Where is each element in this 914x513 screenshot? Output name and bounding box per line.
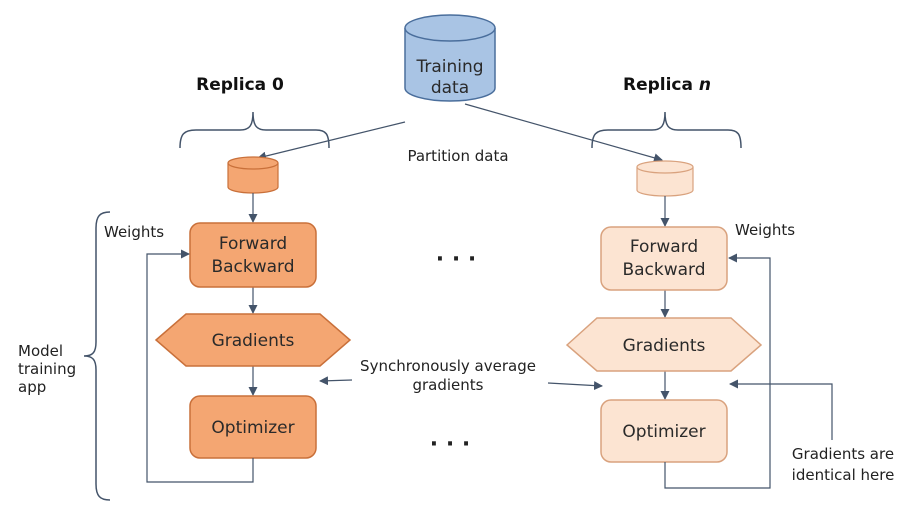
svg-text:Optimizer: Optimizer: [211, 418, 294, 438]
right-forward-backward-box: Forward Backward: [600, 226, 728, 291]
svg-text:Optimizer: Optimizer: [622, 422, 705, 442]
ellipsis-bottom: · · ·: [430, 432, 470, 457]
training-data-cylinder: Training data: [404, 14, 496, 102]
right-weights-label: Weights: [735, 221, 795, 239]
left-forward-backward-box: Forward Backward: [189, 222, 317, 288]
sync-arrow-right: [547, 381, 603, 391]
svg-text:Backward: Backward: [211, 257, 294, 277]
svg-text:Forward: Forward: [219, 234, 287, 254]
left-weights-label: Weights: [104, 223, 164, 241]
sync-label-line2: gradients: [412, 376, 483, 394]
left-gradients-hexagon: Gradients: [154, 313, 352, 367]
replica-0-data-cylinder: [227, 156, 279, 194]
replica-0-brace: [179, 111, 330, 149]
partition-arrow-left: [257, 121, 406, 161]
identical-label-line2: identical here: [792, 466, 895, 484]
ellipsis-top: · · ·: [436, 247, 476, 272]
replica-n-data-cylinder: [636, 160, 694, 197]
right-gradients-hexagon: Gradients: [565, 317, 763, 372]
replica-0-title: Replica 0: [196, 75, 284, 95]
svg-text:Gradients: Gradients: [212, 331, 295, 351]
model-training-app-brace: [83, 211, 111, 501]
sync-arrow-left: [319, 376, 353, 386]
identical-label-line1: Gradients are: [792, 445, 894, 463]
identical-gradients-arrow: [729, 379, 833, 440]
right-weights-feedback-loop: [664, 253, 771, 489]
replica-n-title: Replica n: [623, 75, 711, 95]
svg-text:Gradients: Gradients: [623, 336, 706, 356]
training-data-label-line1: Training: [415, 57, 483, 77]
training-data-label-line2: data: [431, 78, 469, 98]
left-weights-feedback-loop: [146, 249, 254, 483]
svg-text:Backward: Backward: [622, 260, 705, 280]
svg-text:Forward: Forward: [630, 237, 698, 257]
left-optimizer-box: Optimizer: [189, 395, 317, 459]
partition-arrow-right: [464, 103, 663, 163]
sync-label-line1: Synchronously average: [360, 357, 536, 375]
replica-n-brace: [591, 111, 742, 149]
partition-data-label: Partition data: [407, 147, 508, 165]
model-label-line2: training: [18, 360, 76, 378]
model-label-line3: app: [18, 378, 46, 396]
right-optimizer-box: Optimizer: [600, 399, 728, 463]
model-label-line1: Model: [18, 342, 63, 360]
